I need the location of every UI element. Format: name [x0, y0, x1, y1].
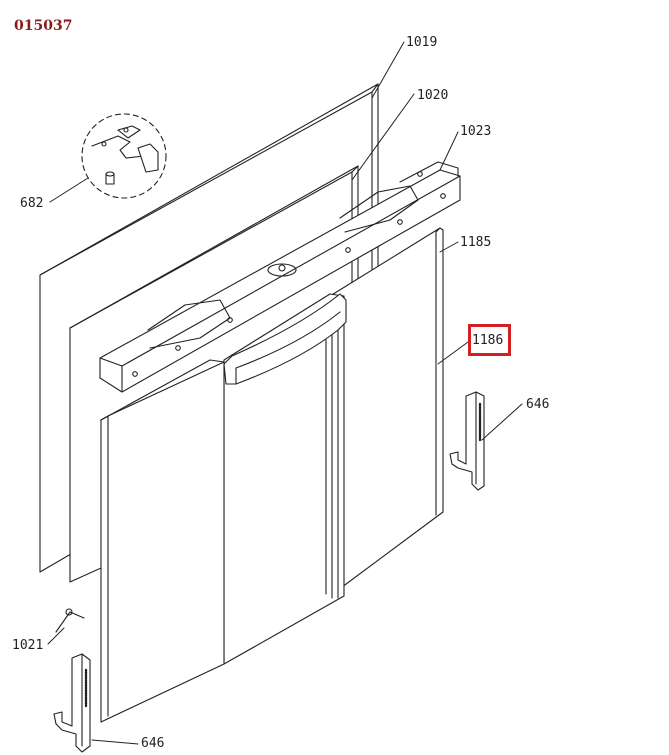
front-door-frame	[223, 293, 345, 665]
part-ref-1019[interactable]: 1019	[406, 35, 438, 50]
highlight-box	[468, 324, 511, 356]
part-ref-646-right[interactable]: 646	[526, 397, 550, 412]
clip-detail-inset	[81, 113, 167, 199]
door-handle-bar	[223, 293, 347, 385]
top-hinge-rail	[99, 161, 461, 393]
part-ref-646-left[interactable]: 646	[141, 736, 165, 751]
spring-clip-part	[55, 608, 85, 633]
diagram-id: 015037	[14, 18, 73, 34]
left-hinge-part	[53, 653, 91, 753]
front-door-left-panel	[100, 359, 225, 723]
part-ref-1185[interactable]: 1185	[460, 235, 492, 250]
part-ref-1023[interactable]: 1023	[460, 124, 492, 139]
rear-door-leaf	[329, 227, 444, 597]
part-ref-682[interactable]: 682	[20, 196, 44, 211]
part-ref-1021[interactable]: 1021	[12, 638, 44, 653]
part-ref-1020[interactable]: 1020	[417, 88, 449, 103]
leader-lines	[47, 41, 523, 745]
part-ref-1186[interactable]: 1186	[472, 333, 504, 348]
right-hinge-part	[449, 391, 485, 491]
